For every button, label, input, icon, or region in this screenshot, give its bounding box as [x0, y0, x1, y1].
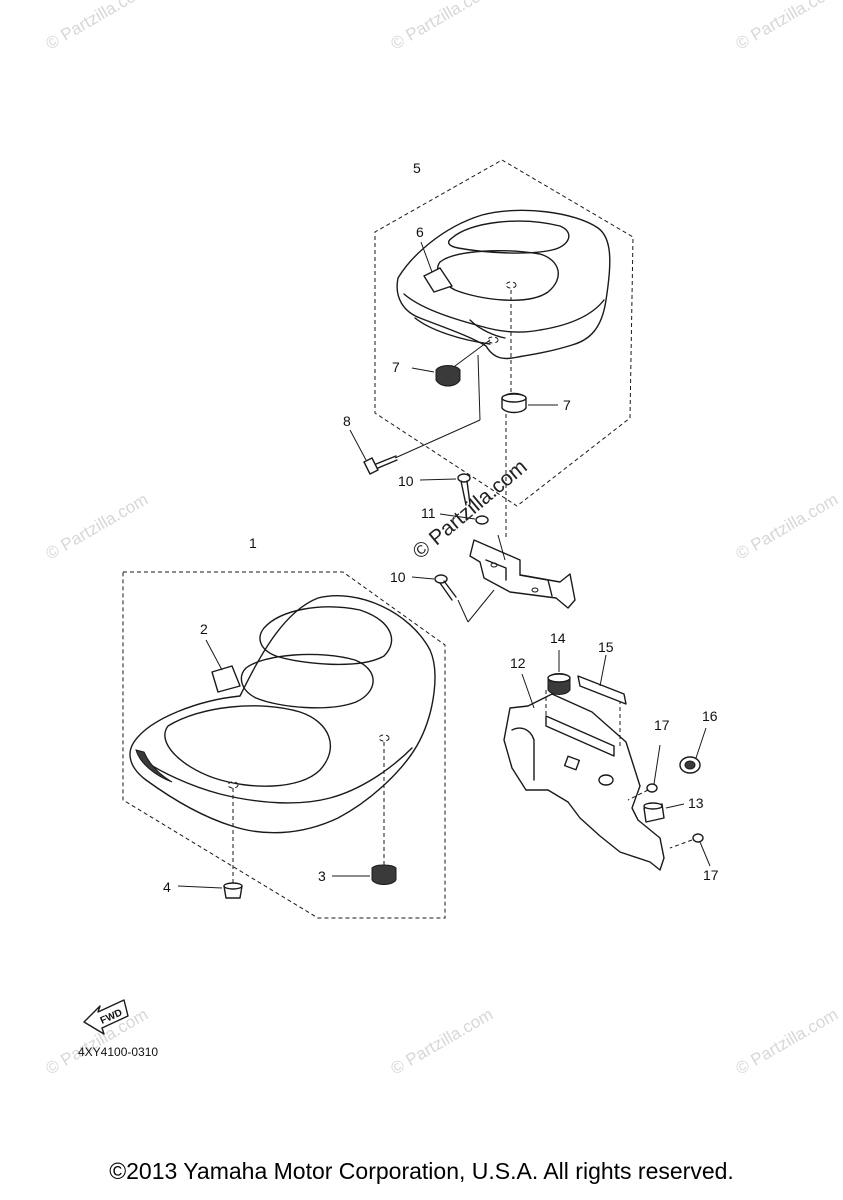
passenger-seat-edge	[403, 293, 605, 333]
callout-17-lower: 17	[703, 867, 719, 883]
damper-14	[547, 650, 571, 695]
nut-4	[177, 882, 243, 899]
rider-seat-group	[122, 571, 446, 919]
watermark: © Partzilla.com	[43, 0, 152, 53]
passenger-seat-group	[374, 159, 634, 507]
leader-12	[521, 673, 535, 709]
bolt-8	[349, 354, 481, 475]
side-bracket	[503, 693, 665, 871]
side-bracket-slot	[545, 715, 615, 757]
watermark: © Partzilla.com	[388, 0, 497, 53]
side-bracket-square-hole	[563, 755, 581, 771]
passenger-seat-mount-hole	[487, 336, 499, 344]
callout-14: 14	[550, 630, 566, 646]
watermark: © Partzilla.com	[388, 1005, 497, 1079]
grommet-16	[679, 727, 707, 774]
damper-3	[332, 864, 397, 885]
passenger-seat-pad-rear	[447, 220, 570, 254]
callout-8: 8	[343, 413, 351, 429]
callout-17-upper: 17	[654, 717, 670, 733]
bolt-17-lower	[669, 833, 711, 867]
copyright-notice: ©2013 Yamaha Motor Corporation, U.S.A. A…	[109, 1158, 734, 1184]
rider-seat	[129, 595, 436, 834]
callout-3: 3	[318, 868, 326, 884]
leader-2	[205, 639, 223, 671]
rider-seat-mount-hole	[378, 734, 390, 742]
side-bracket-group	[503, 673, 665, 871]
callout-12: 12	[510, 655, 526, 671]
rider-seat-edge	[139, 747, 413, 804]
watermark: © Partzilla.com	[733, 1005, 842, 1079]
passenger-seat	[396, 209, 611, 360]
side-bracket-round-hole	[598, 774, 614, 786]
passenger-seat-base	[414, 317, 506, 345]
callout-6: 6	[416, 224, 424, 240]
collar-13	[643, 802, 685, 823]
callout-2: 2	[200, 621, 208, 637]
watermark: © Partzilla.com	[43, 490, 152, 564]
bolt-10-upper	[419, 473, 471, 506]
rider-seat-pad-front	[164, 705, 331, 787]
callout-4: 4	[163, 879, 171, 895]
diagram-code: 4XY4100-0310	[78, 1045, 158, 1059]
bolt-10-lower	[411, 574, 495, 623]
callout-labels: 1 2 3 4 5 6 7 7 8 10 10 11 12 13 14 15 1…	[163, 160, 719, 895]
passenger-seat-mount-hole	[505, 281, 517, 289]
rider-seat-nose	[135, 749, 173, 783]
rider-seat-mount-hole	[227, 781, 239, 789]
watermark: © Partzilla.com	[733, 490, 842, 564]
callout-7-right: 7	[563, 397, 571, 413]
callout-11: 11	[421, 505, 436, 521]
callout-7-left: 7	[392, 359, 400, 375]
callout-13: 13	[688, 795, 704, 811]
damper-strip-15	[577, 654, 627, 705]
rider-seat-boundary	[122, 571, 446, 919]
callout-16: 16	[702, 708, 718, 724]
watermark: © Partzilla.com	[733, 0, 842, 53]
damper-7-left	[411, 339, 491, 387]
washer-11	[439, 513, 489, 525]
seat-bracket	[469, 534, 576, 609]
callout-10-upper: 10	[398, 473, 414, 489]
callout-10-lower: 10	[390, 569, 406, 585]
callout-1: 1	[249, 535, 257, 551]
rider-seat-label	[211, 665, 241, 693]
passenger-seat-label	[423, 267, 453, 293]
rider-seat-pad-mid	[240, 653, 374, 709]
bolt-17-upper	[627, 744, 661, 801]
damper-7-right	[501, 290, 558, 540]
leader-6	[420, 241, 433, 273]
callout-15: 15	[598, 639, 614, 655]
rider-seat-pad-rear	[259, 606, 393, 666]
callout-5: 5	[413, 160, 421, 176]
passenger-seat-boundary	[374, 159, 634, 507]
